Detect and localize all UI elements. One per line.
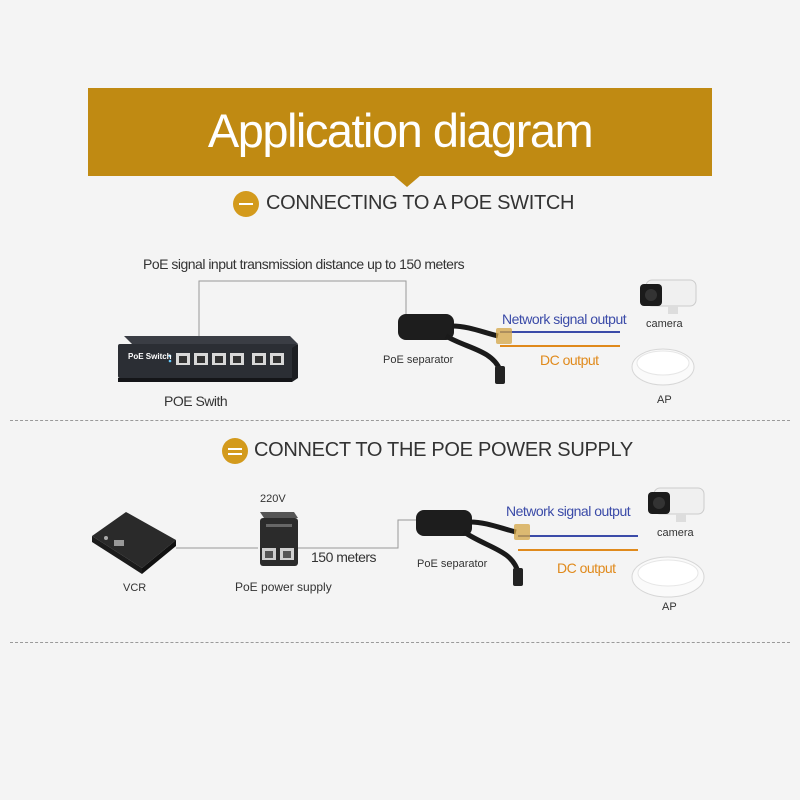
camera-icon-2: [648, 487, 705, 522]
access-point-icon-2: [631, 556, 705, 598]
poe-switch-icon: [118, 336, 298, 382]
distance-bracket-line: [198, 280, 407, 338]
supply-to-separator-line: [287, 519, 418, 549]
separator-label-1: PoE separator: [383, 354, 454, 366]
section-divider-2: [10, 642, 790, 643]
separator-label-2: PoE separator: [417, 558, 488, 570]
section-one-heading: CONNECTING TO A POE SWITCH: [266, 192, 575, 214]
network-label-2: Network signal output: [506, 503, 631, 519]
network-label-1: Network signal output: [502, 311, 627, 327]
poe-separator-icon-2: [416, 510, 530, 586]
page-title: Application diagram: [207, 104, 594, 157]
dc-label-1: DC output: [540, 352, 599, 368]
switch-face-text: PoE Switch: [128, 352, 172, 361]
title-banner: [88, 88, 712, 176]
distance-label-2: 150 meters: [311, 549, 377, 565]
dc-label-2: DC output: [557, 560, 616, 576]
poe-separator-icon: [398, 314, 512, 384]
section-two-heading: CONNECT TO THE POE POWER SUPPLY: [254, 439, 633, 461]
banner-notch: [393, 175, 421, 187]
access-point-icon: [631, 348, 695, 386]
camera-label-1: camera: [646, 318, 683, 330]
vcr-icon: [92, 512, 176, 574]
switch-label: POE Swith: [164, 393, 228, 409]
section-two-badge-icon: [222, 438, 248, 464]
camera-label-2: camera: [657, 527, 694, 539]
voltage-label: 220V: [260, 493, 286, 505]
distance-caption: PoE signal input transmission distance u…: [143, 256, 465, 272]
ap-label-1: AP: [657, 394, 672, 406]
section-one-badge-icon: [233, 191, 259, 217]
vcr-label: VCR: [123, 582, 147, 594]
ap-label-2: AP: [662, 601, 677, 613]
section-divider-1: [10, 420, 790, 421]
power-supply-icon: [260, 512, 298, 566]
power-supply-label: PoE power supply: [235, 580, 332, 594]
camera-icon: [640, 279, 697, 314]
